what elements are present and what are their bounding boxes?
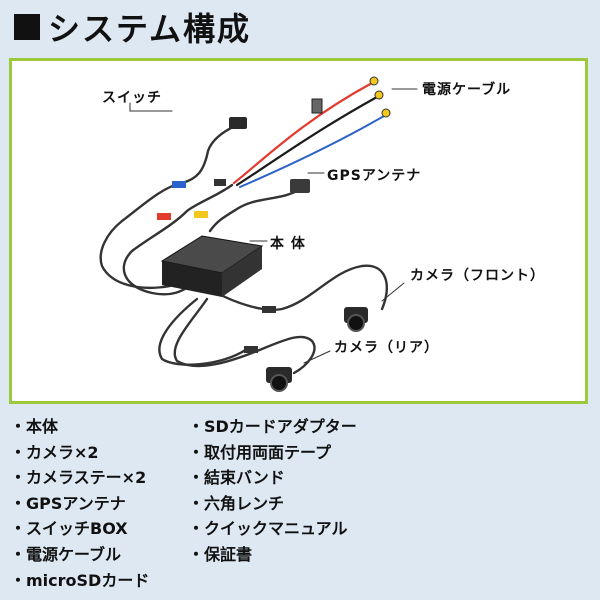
connector-front-camera bbox=[262, 306, 276, 313]
title-text: システム構成 bbox=[48, 10, 252, 48]
label-main-unit: 本 体 bbox=[270, 236, 306, 252]
label-power-cable: 電源ケーブル bbox=[422, 82, 512, 98]
front-camera-icon bbox=[344, 307, 368, 332]
leader-rear bbox=[303, 350, 331, 364]
power-wire-blue bbox=[239, 115, 385, 188]
page-title: システム構成 bbox=[14, 4, 251, 50]
connector-black-1 bbox=[214, 179, 226, 186]
switch-cable bbox=[99, 123, 239, 289]
contents-column-right: ・SDカードアダプター ・取付用両面テープ ・結束バンド ・六角レンチ ・クイッ… bbox=[188, 414, 357, 568]
package-contents: ・本体 ・カメラ×2 ・カメラステー×2 ・GPSアンテナ ・スイッチBOX ・… bbox=[0, 414, 600, 600]
contents-item: ・スイッチBOX bbox=[10, 519, 128, 539]
contents-item: ・六角レンチ bbox=[188, 493, 285, 513]
connector-rear-camera bbox=[244, 346, 258, 353]
contents-item: ・電源ケーブル bbox=[10, 544, 122, 564]
rear-camera-icon bbox=[266, 367, 292, 392]
leader-front bbox=[381, 282, 405, 302]
contents-item: ・保証書 bbox=[188, 544, 253, 564]
contents-item: ・SDカードアダプター bbox=[188, 417, 357, 436]
harness-cable-1 bbox=[122, 183, 234, 296]
label-gps-antenna: GPSアンテナ bbox=[327, 168, 422, 184]
contents-item: ・GPSアンテナ bbox=[10, 493, 126, 513]
contents-item: ・カメラ×2 bbox=[10, 442, 99, 462]
system-diagram: スイッチ 電源ケーブル GPSアンテナ 本 体 カメラ（フロント） カメラ（リア… bbox=[9, 58, 588, 404]
gps-antenna-icon bbox=[290, 179, 310, 193]
fuse-holder bbox=[311, 98, 323, 114]
gps-cable bbox=[208, 187, 302, 233]
contents-item: ・本体 bbox=[10, 417, 59, 436]
connector-red bbox=[157, 213, 171, 220]
contents-item: ・取付用両面テープ bbox=[188, 442, 332, 462]
contents-item: ・カメラステー×2 bbox=[10, 468, 147, 488]
contents-column-left: ・本体 ・カメラ×2 ・カメラステー×2 ・GPSアンテナ ・スイッチBOX ・… bbox=[10, 414, 149, 593]
title-square-icon bbox=[14, 14, 40, 40]
connector-yellow bbox=[194, 211, 208, 218]
power-wire-red bbox=[232, 81, 374, 185]
contents-item: ・結束バンド bbox=[188, 468, 285, 488]
contents-item: ・クイックマニュアル bbox=[188, 519, 348, 539]
label-camera-front: カメラ（フロント） bbox=[410, 268, 545, 284]
switch-box-icon bbox=[229, 117, 247, 129]
terminal-black bbox=[374, 90, 384, 100]
main-unit-icon bbox=[160, 235, 264, 297]
connector-blue bbox=[172, 181, 186, 188]
terminal-red bbox=[369, 76, 379, 86]
aux-cable bbox=[158, 297, 249, 366]
front-camera-cable bbox=[215, 264, 389, 311]
diagram-drawing bbox=[99, 76, 418, 392]
contents-item: ・microSDカード bbox=[10, 570, 150, 590]
leader-switch bbox=[129, 102, 173, 112]
terminal-blue bbox=[381, 108, 391, 118]
power-wire-black bbox=[235, 95, 379, 187]
rear-camera-cable bbox=[173, 297, 316, 375]
label-camera-rear: カメラ（リア） bbox=[334, 340, 439, 356]
label-switch: スイッチ bbox=[102, 90, 162, 106]
